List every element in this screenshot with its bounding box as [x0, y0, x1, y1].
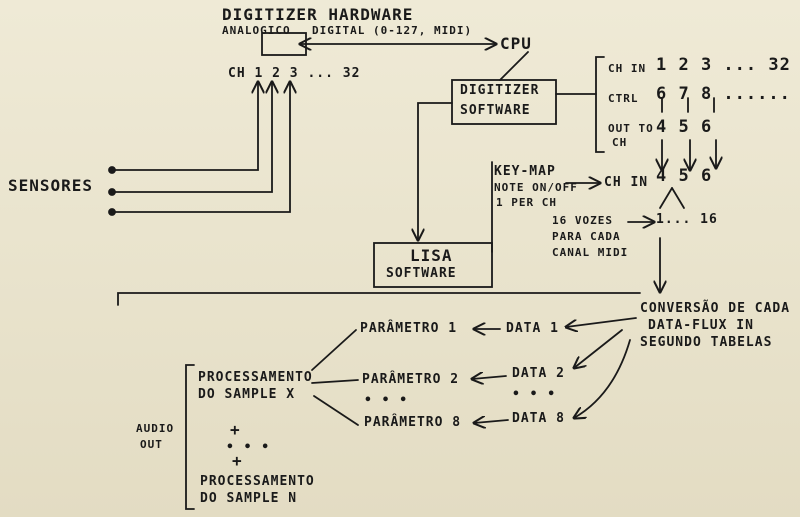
sensor-line-1: [111, 82, 258, 171]
sensor-line-3: [111, 82, 290, 213]
cpu-label: CPU: [500, 34, 532, 53]
digitizer-software-line1: DIGITIZER: [460, 83, 540, 98]
ctrl-values: 6 7 8 ......: [656, 84, 791, 104]
ch-in-label: CH IN: [608, 62, 647, 75]
data-8: DATA 8: [512, 411, 565, 426]
parameter-8: PARÂMETRO 8: [364, 415, 462, 430]
sensor-line-2: [111, 82, 272, 193]
conversion-line1: CONVERSÃO DE CADA: [640, 301, 791, 316]
plus-1: +: [230, 420, 241, 439]
conversion-line2: DATA-FLUX IN: [648, 318, 754, 333]
processing-n-line1: PROCESSAMENTO: [200, 474, 315, 489]
sensors-label: SENSORES: [8, 176, 94, 195]
voices-line3: CANAL MIDI: [552, 246, 629, 259]
channel-table-bracket: [595, 56, 605, 153]
digital-label: DIGITAL (0-127, MIDI): [312, 24, 473, 37]
digitizer-hardware-title: DIGITIZER HARDWARE: [222, 5, 414, 24]
sw-lisa-link: [418, 102, 453, 240]
lisa-output-line: [117, 292, 641, 306]
analog-label: ANALOGICO: [222, 24, 291, 37]
processing-x-line1: PROCESSAMENTO: [198, 370, 313, 385]
parameter-1: PARÂMETRO 1: [360, 321, 458, 336]
out-values: 4 5 6: [656, 117, 713, 137]
out-to-label-2: CH: [612, 136, 628, 149]
parameter-dots: • • •: [364, 393, 409, 408]
audio-out-bracket: [185, 364, 195, 510]
lisa-line1: LISA: [410, 246, 453, 265]
audio-out-line2: OUT: [140, 438, 163, 451]
processing-n-line2: DO SAMPLE N: [200, 491, 298, 506]
keymap-ch-values: 4 5 6: [656, 166, 713, 186]
data-dots: • • •: [512, 387, 557, 402]
lisa-software-box: [373, 242, 493, 288]
conversion-line3: SEGUNDO TABELAS: [640, 335, 773, 350]
data-1: DATA 1: [506, 321, 559, 336]
voices-line2: PARA CADA: [552, 230, 621, 243]
processing-dots: • • •: [226, 440, 271, 455]
plus-2: +: [232, 451, 243, 470]
parameter-2: PARÂMETRO 2: [362, 372, 460, 387]
key-map-line3: 1 PER CH: [496, 196, 557, 209]
ch-in-values: 1 2 3 ... 32: [656, 55, 791, 75]
digitizer-software-box: [451, 79, 557, 125]
voices-range: 1... 16: [656, 212, 718, 227]
data-2: DATA 2: [512, 366, 565, 381]
keymap-ch-in: CH IN: [604, 175, 649, 190]
lisa-line2: SOFTWARE: [386, 266, 457, 281]
cpu-sw-link: [499, 51, 529, 81]
processing-x-line2: DO SAMPLE X: [198, 387, 296, 402]
out-to-label-1: OUT TO: [608, 122, 654, 135]
digitizer-software-line2: SOFTWARE: [460, 103, 531, 118]
key-map-line1: KEY-MAP: [494, 164, 556, 179]
hw-channels: CH 1 2 3 ... 32: [228, 66, 361, 81]
voices-line1: 16 VOZES: [552, 214, 613, 227]
key-map-line2: NOTE ON/OFF: [494, 181, 578, 194]
ctrl-label: CTRL: [608, 92, 639, 105]
audio-out-line1: AUDIO: [136, 422, 175, 435]
